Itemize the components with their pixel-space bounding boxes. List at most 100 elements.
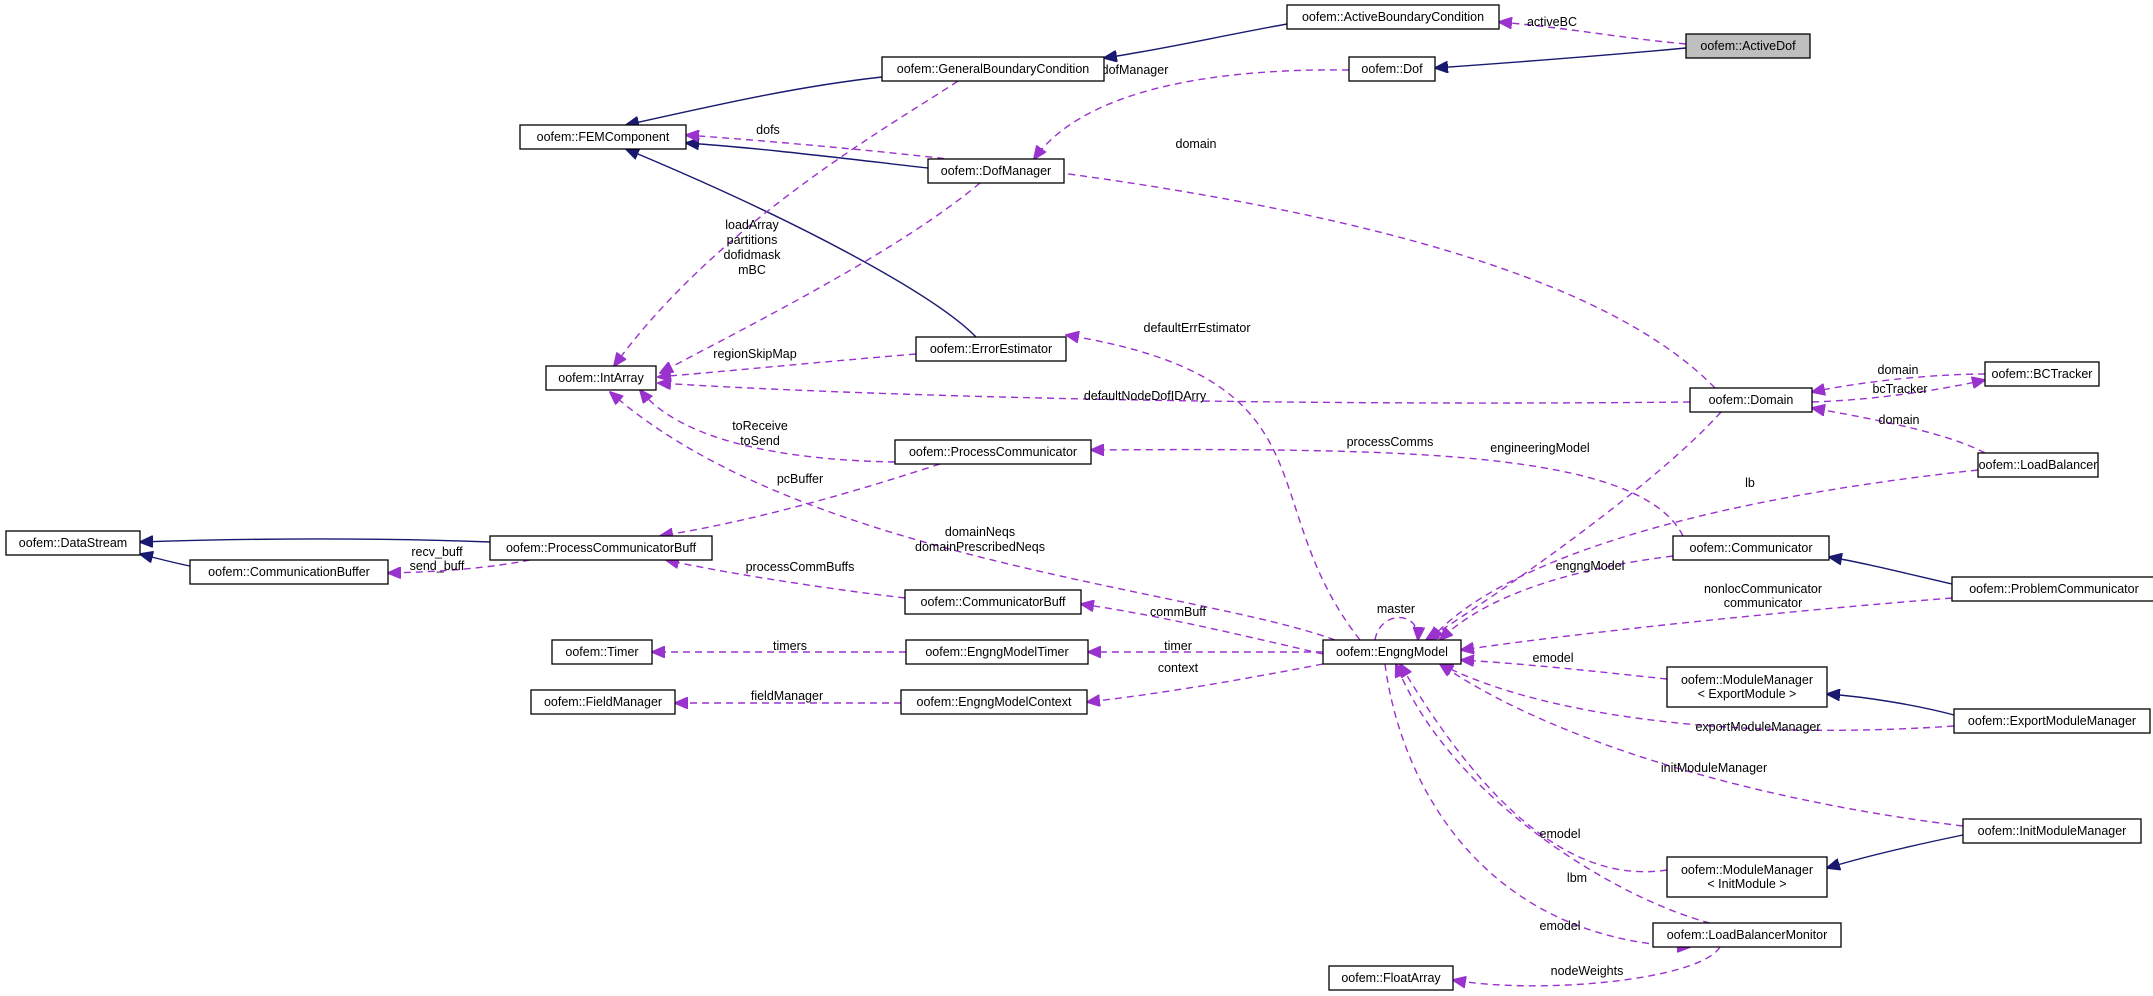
class-name-label: oofem::Domain	[1709, 393, 1794, 407]
edge-label-e_dom_lb: domain	[1879, 413, 1920, 427]
class-node-commbuff[interactable]: oofem::CommunicatorBuff	[904, 589, 1082, 615]
class-name-label: oofem::CommunicationBuffer	[208, 565, 370, 579]
edge-label-e_ia_ee: regionSkipMap	[713, 347, 796, 361]
class-box	[1685, 33, 1811, 59]
class-node-fem[interactable]: oofem::FEMComponent	[519, 124, 687, 150]
usage-edge-e_pcb_pc	[660, 463, 941, 536]
class-name-label: oofem::EngngModel	[1336, 645, 1448, 659]
class-box	[1348, 56, 1436, 82]
edge-label-e_fa_lbm: nodeWeights	[1551, 964, 1624, 978]
class-name-label: oofem::ProcessCommunicatorBuff	[506, 541, 697, 555]
class-name-label: oofem::FieldManager	[544, 695, 662, 709]
usage-edge-e_ia_em	[610, 392, 1336, 641]
class-node-pc[interactable]: oofem::ProcessCommunicator	[894, 439, 1092, 465]
class-box	[900, 689, 1088, 715]
class-node-pcomm[interactable]: oofem::ProblemCommunicator	[1951, 576, 2153, 602]
class-node-timer[interactable]: oofem::Timer	[551, 639, 653, 665]
usage-edge-e_pc_comm	[1091, 450, 1684, 537]
edge-labels-layer: activeBCdofManagerdofsloadArraypartition…	[410, 15, 1928, 978]
class-node-pcb[interactable]: oofem::ProcessCommunicatorBuff	[489, 535, 713, 561]
class-name-label: < InitModule >	[1707, 877, 1786, 891]
class-node-dofman[interactable]: oofem::DofManager	[927, 158, 1065, 184]
inheritance-edge-e_comm_pcomm	[1829, 557, 1953, 585]
class-node-mmexp[interactable]: oofem::ModuleManager< ExportModule >	[1666, 666, 1828, 708]
edge-label-e_timer_emt: timers	[773, 639, 807, 653]
class-node-ds[interactable]: oofem::DataStream	[5, 530, 141, 556]
class-node-dof[interactable]: oofem::Dof	[1348, 56, 1436, 82]
inheritance-edge-e_dof_ad	[1435, 47, 1687, 68]
edge-label-e_lb_em: lb	[1745, 476, 1755, 490]
class-node-errest[interactable]: oofem::ErrorEstimator	[915, 336, 1067, 362]
class-box	[189, 559, 389, 585]
inheritance-edge-e_gbc_abc	[1104, 23, 1288, 58]
class-box	[1951, 576, 2153, 602]
class-node-emm[interactable]: oofem::ExportModuleManager	[1953, 708, 2151, 734]
class-node-emt[interactable]: oofem::EngngModelTimer	[905, 639, 1089, 665]
class-box	[519, 124, 687, 150]
class-name-label: oofem::EngngModelContext	[917, 695, 1072, 709]
inheritance-edge-e_ds_cb	[140, 554, 191, 567]
class-node-intarr[interactable]: oofem::IntArray	[545, 365, 657, 391]
class-node-fm[interactable]: oofem::FieldManager	[530, 689, 676, 715]
class-name-label: oofem::GeneralBoundaryCondition	[897, 62, 1090, 76]
class-node-fa[interactable]: oofem::FloatArray	[1328, 965, 1454, 991]
class-name-label: oofem::ErrorEstimator	[930, 342, 1052, 356]
class-node-activeDof[interactable]: oofem::ActiveDof	[1685, 33, 1811, 59]
class-box	[1953, 708, 2151, 734]
class-node-em[interactable]: oofem::EngngModel	[1322, 639, 1462, 665]
usage-edge-e_dom_bct	[1812, 373, 1986, 392]
edge-label-e_ia_em-1: domainPrescribedNeqs	[915, 540, 1045, 554]
edge-label-e_bct_dom: bcTracker	[1872, 382, 1927, 396]
class-name-label: oofem::ExportModuleManager	[1968, 714, 2136, 728]
edge-label-e_emt_em: timer	[1164, 639, 1192, 653]
class-box	[5, 530, 141, 556]
class-node-abc[interactable]: oofem::ActiveBoundaryCondition	[1286, 4, 1500, 30]
inheritance-edge-e_fem_ee	[626, 149, 977, 338]
edge-label-e_ia_dm-2: dofidmask	[724, 248, 782, 262]
usage-edge-e_em_lbm	[1384, 663, 1690, 947]
class-name-label: oofem::LoadBalancerMonitor	[1667, 928, 1828, 942]
class-node-lb[interactable]: oofem::LoadBalancer	[1977, 452, 2099, 478]
usage-edge-e_ia_pc	[640, 390, 896, 463]
usage-edge-e_em_em	[1374, 616, 1418, 641]
edge-label-e_ia_dm-3: mBC	[738, 263, 766, 277]
class-box	[1977, 452, 2099, 478]
nodes-layer: oofem::ActiveDof oofem::ActiveBoundaryCon…	[5, 4, 2153, 991]
class-node-cb[interactable]: oofem::CommunicationBuffer	[189, 559, 389, 585]
class-node-domain[interactable]: oofem::Domain	[1689, 387, 1813, 413]
class-box	[1984, 361, 2100, 387]
class-name-label: oofem::CommunicatorBuff	[921, 595, 1066, 609]
class-node-lbm[interactable]: oofem::LoadBalancerMonitor	[1652, 922, 1842, 948]
class-box	[915, 336, 1067, 362]
edge-label-e_ia_pc-1: toSend	[740, 434, 780, 448]
edge-label-e_ia_dm-0: loadArray	[725, 218, 779, 232]
class-node-imm[interactable]: oofem::InitModuleManager	[1962, 818, 2142, 844]
class-node-emc[interactable]: oofem::EngngModelContext	[900, 689, 1088, 715]
class-name-label: oofem::ProcessCommunicator	[909, 445, 1077, 459]
class-name-label: oofem::FloatArray	[1341, 971, 1441, 985]
usage-edge-e_pcb_cbuf	[666, 560, 906, 599]
class-box	[545, 365, 657, 391]
edge-label-e_abc_ad: activeBC	[1527, 15, 1577, 29]
class-node-comm[interactable]: oofem::Communicator	[1672, 535, 1830, 561]
class-node-gbc[interactable]: oofem::GeneralBoundaryCondition	[881, 56, 1105, 82]
class-box	[489, 535, 713, 561]
usage-edge-e_dm_dof	[1034, 69, 1350, 159]
class-node-bct[interactable]: oofem::BCTracker	[1984, 361, 2100, 387]
class-box	[1666, 856, 1828, 898]
inheritance-edge-e_mminit_imm	[1827, 834, 1964, 868]
edge-label-e_em_em: master	[1377, 602, 1415, 616]
usage-edge-e_ia_ee	[658, 353, 917, 377]
edge-label-e_lbm_em: lbm	[1567, 871, 1587, 885]
class-node-mminit[interactable]: oofem::ModuleManager< InitModule >	[1666, 856, 1828, 898]
usage-edge-e_lb_em	[1430, 469, 1979, 640]
usage-edge-e_em_mminit	[1400, 664, 1668, 873]
usage-edge-e_ee_em	[1066, 335, 1361, 641]
class-box	[1672, 535, 1830, 561]
edge-label-e_em_mminit: emodel	[1540, 827, 1581, 841]
usage-edge-e_imm_em	[1440, 664, 1964, 827]
class-name-label: oofem::ActiveDof	[1700, 39, 1796, 53]
usage-edge-e_em_mmexp	[1461, 660, 1668, 680]
class-box	[905, 639, 1089, 665]
usage-edge-e_bct_dom	[1811, 380, 1985, 403]
